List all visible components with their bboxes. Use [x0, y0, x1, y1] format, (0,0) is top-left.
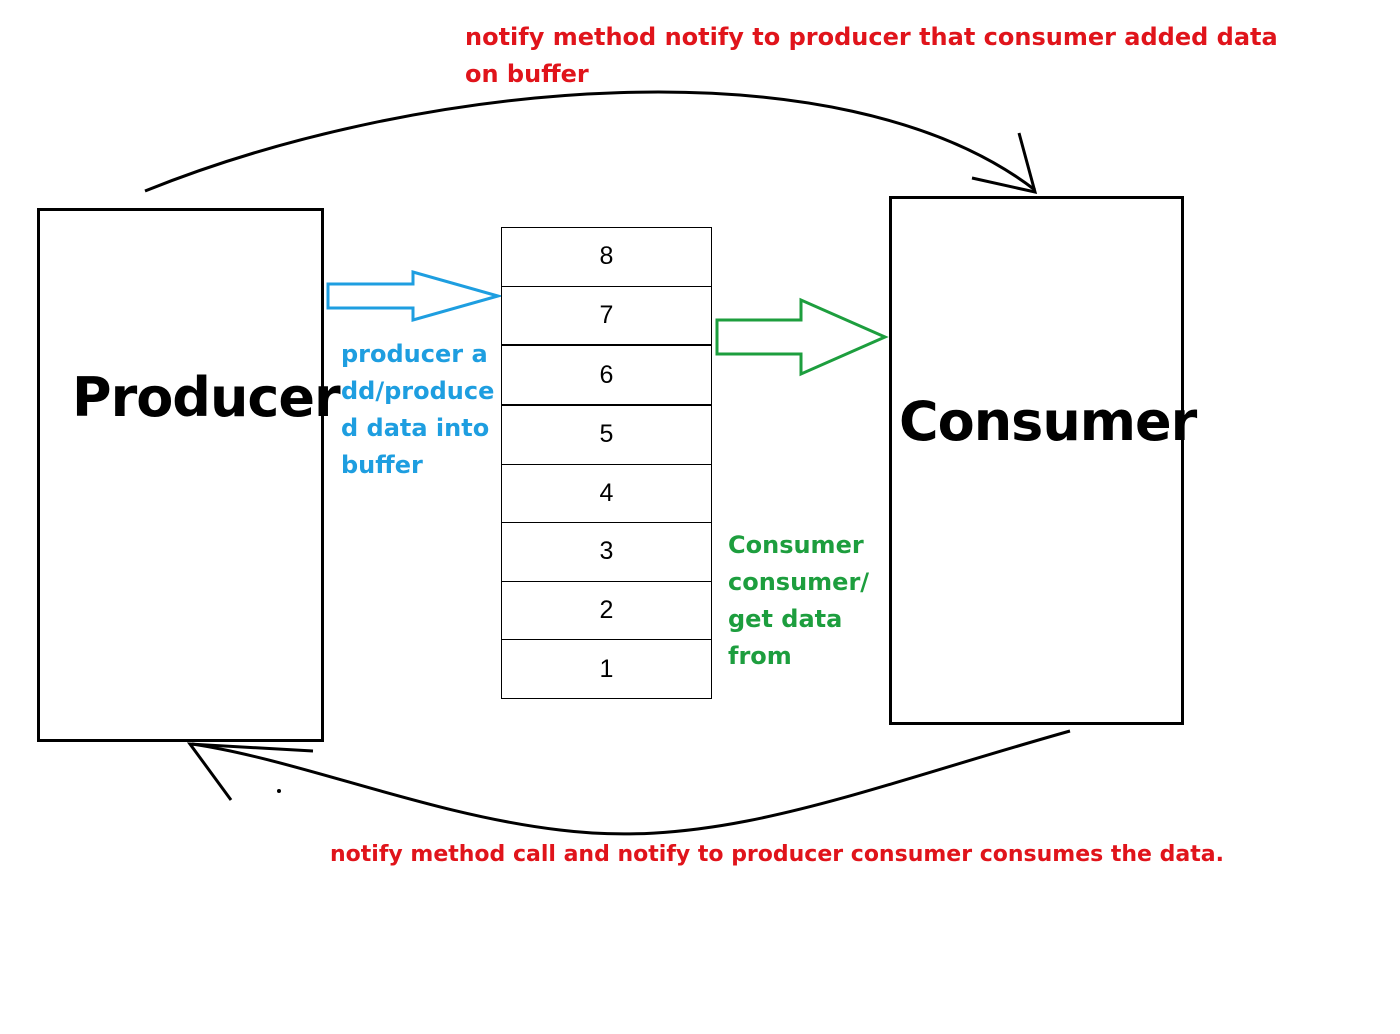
buffer-cell-7: 7 — [502, 287, 711, 347]
top-notify-arrowhead — [971, 132, 1038, 195]
producer-box: Producer — [37, 208, 341, 742]
consume-arrow — [715, 297, 889, 377]
bottom-notify-arrow-curve — [191, 729, 1071, 836]
bottom-notify-note: notify method call and notify to produce… — [330, 842, 1224, 867]
buffer-cell-1: 1 — [599, 654, 614, 683]
bottom-notify-arrowhead — [186, 742, 314, 801]
buffer-cell-5: 5 — [502, 406, 711, 465]
consumer-box: Consumer — [889, 196, 1197, 725]
stray-dot — [277, 789, 281, 793]
top-notify-arrow-curve — [144, 90, 1036, 193]
produce-arrow — [326, 270, 504, 322]
buffer: 8 7 6 5 4 3 2 1 — [501, 227, 712, 699]
consumer-action-note: Consumer consumer/ get data from — [728, 531, 870, 670]
producer-action-note: producer add/produced data into buffer — [341, 340, 495, 479]
consumer-label: Consumer — [899, 390, 1197, 453]
producer-label: Producer — [72, 366, 341, 429]
buffer-cell-8: 8 — [502, 228, 711, 287]
buffer-cell-4: 4 — [502, 465, 711, 524]
buffer-cell-6: 6 — [502, 346, 711, 406]
buffer-cell-2: 2 — [502, 582, 711, 641]
top-notify-note: notify method notify to producer that co… — [465, 23, 1278, 88]
buffer-cell-3: 3 — [502, 523, 711, 582]
